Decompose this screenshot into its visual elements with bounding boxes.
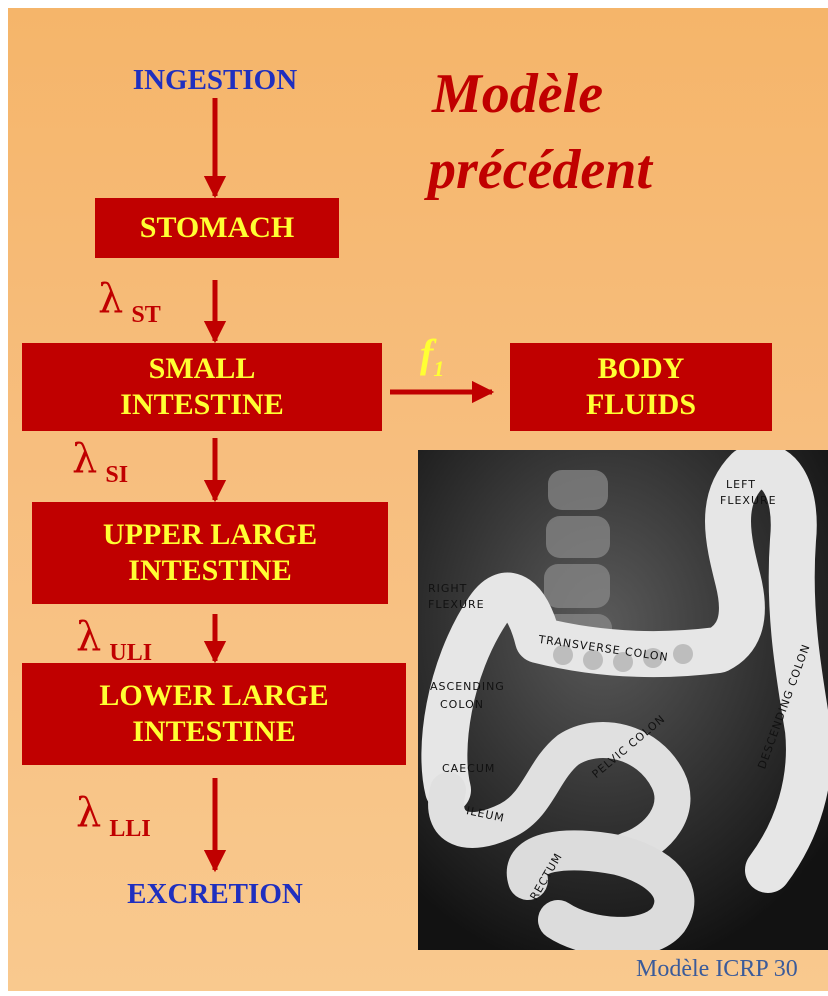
lower-large-intestine-line2: INTESTINE bbox=[132, 714, 295, 750]
small-intestine-line1: SMALL bbox=[149, 351, 256, 387]
xray-label-ascending-colon-2: COLON bbox=[440, 698, 484, 711]
rate-uli-sub: ULI bbox=[109, 640, 152, 666]
body-fluids-box: BODY FLUIDS bbox=[510, 343, 772, 431]
stomach-box: STOMACH bbox=[95, 198, 339, 258]
lower-large-intestine-line1: LOWER LARGE bbox=[99, 678, 328, 714]
body-fluids-line2: FLUIDS bbox=[586, 387, 696, 423]
lambda-symbol: λ bbox=[76, 614, 101, 660]
small-intestine-box: SMALL INTESTINE bbox=[22, 343, 382, 431]
rate-si-sub: SI bbox=[105, 462, 128, 488]
xray-label-left-flexure-1: LEFT bbox=[726, 478, 756, 491]
upper-large-intestine-line2: INTESTINE bbox=[128, 553, 291, 589]
xray-label-right-flexure-1: RIGHT bbox=[428, 582, 467, 595]
lambda-symbol: λ bbox=[76, 790, 101, 836]
transfer-f: f bbox=[420, 331, 433, 376]
colon-xray-image: LEFT FLEXURE RIGHT FLEXURE TRANSVERSE CO… bbox=[418, 450, 828, 950]
transfer-fraction: f1 bbox=[420, 330, 444, 382]
upper-large-intestine-line1: UPPER LARGE bbox=[103, 517, 317, 553]
transfer-subscript: 1 bbox=[433, 356, 444, 381]
xray-label-caecum: CAECUM bbox=[442, 762, 495, 775]
body-fluids-line1: BODY bbox=[598, 351, 685, 387]
rate-st-sub: ST bbox=[131, 302, 160, 328]
upper-large-intestine-box: UPPER LARGE INTESTINE bbox=[32, 502, 388, 604]
xray-label-ascending-colon-1: ASCENDING bbox=[430, 680, 505, 693]
rate-lli-sub: LLI bbox=[109, 816, 150, 842]
lower-large-intestine-box: LOWER LARGE INTESTINE bbox=[22, 663, 406, 765]
xray-label-left-flexure-2: FLEXURE bbox=[720, 494, 777, 507]
small-intestine-line2: INTESTINE bbox=[120, 387, 283, 423]
lambda-symbol: λ bbox=[98, 276, 123, 322]
lambda-symbol: λ bbox=[72, 436, 97, 482]
stomach-label: STOMACH bbox=[140, 210, 294, 246]
source-caption: Modèle ICRP 30 bbox=[636, 956, 798, 983]
xray-label-right-flexure-2: FLEXURE bbox=[428, 598, 485, 611]
